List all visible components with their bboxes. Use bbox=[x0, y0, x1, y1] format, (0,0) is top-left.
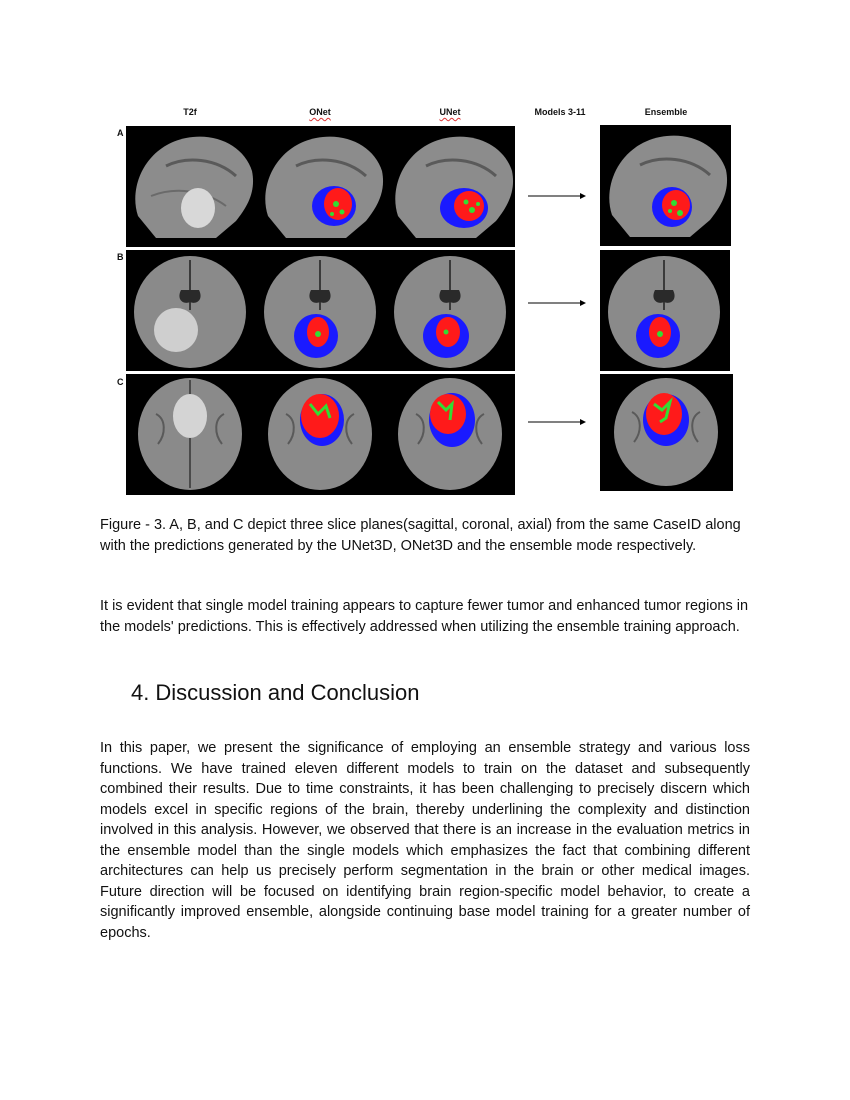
section-title: Discussion and Conclusion bbox=[155, 680, 420, 705]
column-header-unet: UNet bbox=[439, 107, 461, 117]
column-header-t2f: T2f bbox=[183, 107, 197, 117]
figure-caption: Figure - 3. A, B, and C depict three sli… bbox=[100, 517, 741, 554]
mri-row-a-strip bbox=[126, 126, 515, 247]
arrow-right-icon bbox=[528, 300, 586, 306]
section-number: 4. bbox=[131, 680, 150, 705]
coronal-onet-image bbox=[264, 256, 376, 368]
mri-row-b-strip bbox=[126, 250, 515, 371]
row-label-c: C bbox=[117, 377, 124, 387]
body-paragraph: It is evident that single model training… bbox=[100, 598, 749, 635]
axial-onet-image bbox=[268, 378, 372, 490]
ensemble-sagittal-image bbox=[600, 125, 731, 246]
sagittal-unet-image bbox=[395, 136, 514, 238]
column-header-ensemble: Ensemble bbox=[644, 107, 688, 117]
axial-unet-image bbox=[398, 378, 502, 490]
row-label-b: B bbox=[117, 252, 124, 262]
coronal-t2f-image bbox=[134, 256, 246, 368]
column-header-onet: ONet bbox=[309, 107, 331, 117]
ensemble-axial-image bbox=[600, 374, 733, 491]
coronal-unet-image bbox=[394, 256, 506, 368]
conclusion-paragraph: In this paper, we present the significan… bbox=[100, 740, 750, 941]
ensemble-coronal-image bbox=[600, 250, 730, 371]
sagittal-onet-image bbox=[265, 136, 384, 238]
sagittal-t2f-image bbox=[135, 136, 254, 238]
column-header-models: Models 3-11 bbox=[534, 107, 586, 117]
axial-t2f-image bbox=[138, 378, 242, 490]
section-heading: 4.Discussion and Conclusion bbox=[131, 680, 426, 706]
arrow-right-icon bbox=[528, 193, 586, 199]
arrow-right-icon bbox=[528, 419, 586, 425]
row-label-a: A bbox=[117, 128, 124, 138]
mri-row-c-strip bbox=[126, 374, 515, 495]
